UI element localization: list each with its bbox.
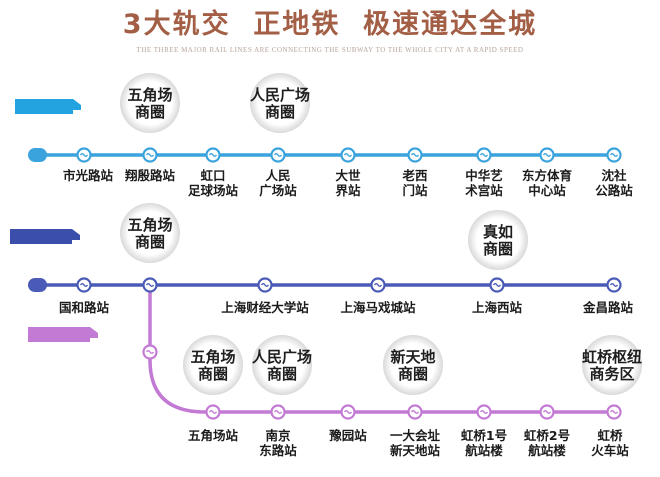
line20-circle-wujiaochang <box>120 203 180 263</box>
line10-station-dot-mark <box>343 410 353 414</box>
line10-circle-hongqiao <box>582 335 642 395</box>
line8-station-dot-mark <box>145 153 155 157</box>
line10-station-label: 五角场站 <box>188 428 239 443</box>
line20-project-tag <box>28 278 47 292</box>
line8-circle-wujiaochang-label: 五角场商圈 <box>127 86 172 121</box>
line20-station-label: 金昌路站 <box>582 300 634 315</box>
line8-project-tag <box>28 148 47 162</box>
line20-station-label: 上海马戏城站 <box>340 300 416 315</box>
line10-circle-xintiandi <box>383 335 443 395</box>
line10-station-label: 豫园站 <box>329 428 367 443</box>
line10-station-dot-mark <box>208 410 218 414</box>
page-subtitle: THE THREE MAJOR RAIL LINES ARE CONNECTIN… <box>136 46 524 54</box>
line10-circle-wujiaochang <box>183 335 243 395</box>
line8-station-label: 市光路站 <box>63 168 114 183</box>
line10-circle-renminguangchang-label: 人民广场商圈 <box>252 348 312 383</box>
line8-station-dot-mark <box>542 153 552 157</box>
line20-station-dot-mark <box>145 283 155 287</box>
line10-circle-wujiaochang-label: 五角场商圈 <box>190 348 235 383</box>
page-title: 3大轨交 正地铁 极速通达全城 <box>122 9 538 40</box>
line8-station-label: 虹口足球场站 <box>188 168 239 198</box>
line8-station-dot-mark <box>343 153 353 157</box>
line10-station-label: 南京东路站 <box>259 428 297 458</box>
line10-circle-xintiandi-label: 新天地商圈 <box>390 348 435 383</box>
line10-station-dot-mark <box>145 350 155 354</box>
line8-station-dot-mark <box>273 153 283 157</box>
line20-station-dot-mark <box>492 283 502 287</box>
line20-station-dot-mark <box>373 283 383 287</box>
line20-circle-wujiaochang-label: 五角场商圈 <box>127 216 172 251</box>
line8-station-label: 中华艺术宫站 <box>464 168 503 198</box>
line8-circle-renminguangchang-label: 人民广场商圈 <box>250 86 310 121</box>
line20-station-dot-mark <box>79 283 89 287</box>
line10-track <box>148 285 615 414</box>
line10-station-dot-mark <box>609 410 619 414</box>
line8-station-dot-mark <box>609 153 619 157</box>
line10-station-label: 虹桥1号航站楼 <box>461 428 507 458</box>
line10-circle-renminguangchang <box>252 335 312 395</box>
line10-station-label: 一大会址新天地站 <box>390 428 441 458</box>
line10-circle-hongqiao-label: 虹桥枢纽商务区 <box>582 348 642 383</box>
line10-station-dot-mark <box>479 410 489 414</box>
line20-station-dot-mark <box>609 283 619 287</box>
line8-circle-renminguangchang <box>250 73 310 133</box>
line8-station-dot-mark <box>410 153 420 157</box>
line8-station-dot-mark <box>208 153 218 157</box>
line10-station-dot-mark <box>542 410 552 414</box>
line8-station-dot-mark <box>479 153 489 157</box>
line8-circle-wujiaochang <box>120 73 180 133</box>
line8-station-label: 人民广场站 <box>259 168 297 198</box>
line20-station-label: 上海西站 <box>472 300 523 315</box>
line8-badge <box>15 99 73 114</box>
line10-badge <box>28 327 90 342</box>
line8-station-label: 翔殷路站 <box>124 168 176 183</box>
line20-station-label: 国和路站 <box>59 300 110 315</box>
line10-station-dot-mark <box>410 410 420 414</box>
line8-station-label: 东方体育中心站 <box>522 168 573 198</box>
line10-station-dot-mark <box>273 410 283 414</box>
line10-station-label: 虹桥2号航站楼 <box>524 428 570 458</box>
line20-station-dot-mark <box>260 283 270 287</box>
line8-station-label: 大世界站 <box>335 168 361 198</box>
line20-circle-zhenru <box>468 210 528 270</box>
line8-station-label: 老西门站 <box>401 168 428 198</box>
line10-station-label: 虹桥火车站 <box>591 428 629 458</box>
line20-badge <box>10 229 72 244</box>
line8-station-dot-mark <box>79 153 89 157</box>
line8-station-label: 沈社公路站 <box>595 168 633 198</box>
line20-station-label: 上海财经大学站 <box>221 300 309 315</box>
line20-circle-zhenru-label: 真如商圈 <box>483 223 513 258</box>
